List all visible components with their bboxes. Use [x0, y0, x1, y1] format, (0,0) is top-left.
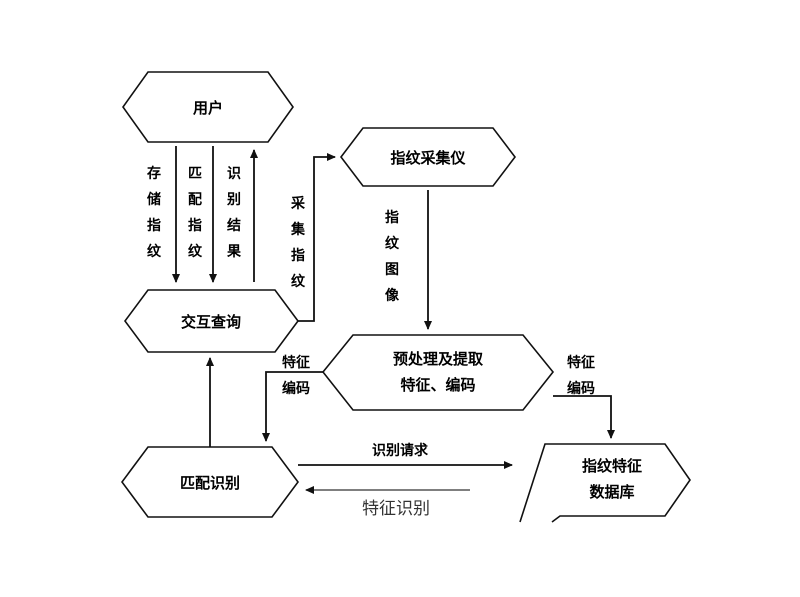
node-preprocess-label-line1: 预处理及提取	[393, 350, 484, 368]
node-database-label-line2: 数据库	[589, 483, 634, 501]
edge-label-store-fingerprint: 存 储 指 纹	[146, 165, 162, 260]
svg-text:集: 集	[290, 221, 306, 238]
svg-text:指: 指	[188, 217, 202, 234]
svg-text:纹: 纹	[147, 243, 162, 260]
node-fingerprint-collector-label: 指纹采集仪	[390, 149, 466, 167]
svg-text:指: 指	[385, 209, 399, 226]
svg-text:果: 果	[226, 244, 242, 260]
edge-label-collect-fingerprint: 采 集 指 纹	[290, 195, 306, 290]
svg-text:特征: 特征	[282, 354, 310, 371]
svg-text:储: 储	[146, 191, 161, 208]
edge-label-feature-recognition: 特征识别	[362, 499, 430, 519]
node-database: 指纹特征 数据库	[519, 443, 691, 523]
edge-label-match-fingerprint: 匹 配 指 纹	[188, 166, 203, 260]
edge-feature-encoding-left	[262, 371, 323, 442]
svg-text:匹: 匹	[188, 166, 202, 182]
svg-text:采: 采	[290, 195, 306, 212]
svg-text:编码: 编码	[567, 380, 595, 397]
svg-text:纹: 纹	[291, 273, 306, 290]
svg-text:编码: 编码	[282, 380, 310, 397]
node-user: 用户	[122, 71, 294, 143]
node-match-recognition: 匹配识别	[121, 446, 299, 518]
svg-text:结: 结	[227, 217, 241, 234]
edge-label-recognition-result: 识 别 结 果	[226, 166, 242, 260]
node-interactive-query: 交互查询	[124, 289, 299, 353]
svg-text:指: 指	[147, 217, 161, 234]
edge-feature-encoding-right	[553, 395, 615, 439]
edge-collect-fingerprint	[298, 153, 336, 322]
svg-text:像: 像	[385, 287, 400, 304]
svg-text:存: 存	[147, 165, 161, 182]
edge-label-recognition-request: 识别请求	[372, 442, 429, 459]
node-user-label: 用户	[193, 99, 223, 117]
svg-text:图: 图	[385, 262, 399, 278]
node-database-label-line1: 指纹特征	[582, 457, 642, 475]
svg-text:别: 别	[226, 192, 241, 208]
node-interactive-query-label: 交互查询	[181, 313, 241, 331]
edge-label-feature-encoding-left: 特征 编码	[282, 354, 310, 397]
svg-text:指: 指	[291, 247, 305, 264]
node-match-recognition-label: 匹配识别	[180, 474, 240, 492]
edge-label-feature-encoding-right: 特征 编码	[567, 354, 595, 397]
edge-label-fingerprint-image: 指 纹 图 像	[385, 209, 400, 304]
node-preprocess-label-line2: 特征、编码	[400, 376, 475, 394]
svg-text:配: 配	[188, 192, 202, 208]
node-preprocess: 预处理及提取 特征、编码	[321, 334, 555, 411]
svg-text:识: 识	[227, 166, 241, 182]
svg-text:特征: 特征	[567, 354, 595, 371]
svg-text:纹: 纹	[385, 235, 400, 252]
svg-text:纹: 纹	[188, 243, 203, 260]
node-fingerprint-collector: 指纹采集仪	[339, 127, 517, 187]
